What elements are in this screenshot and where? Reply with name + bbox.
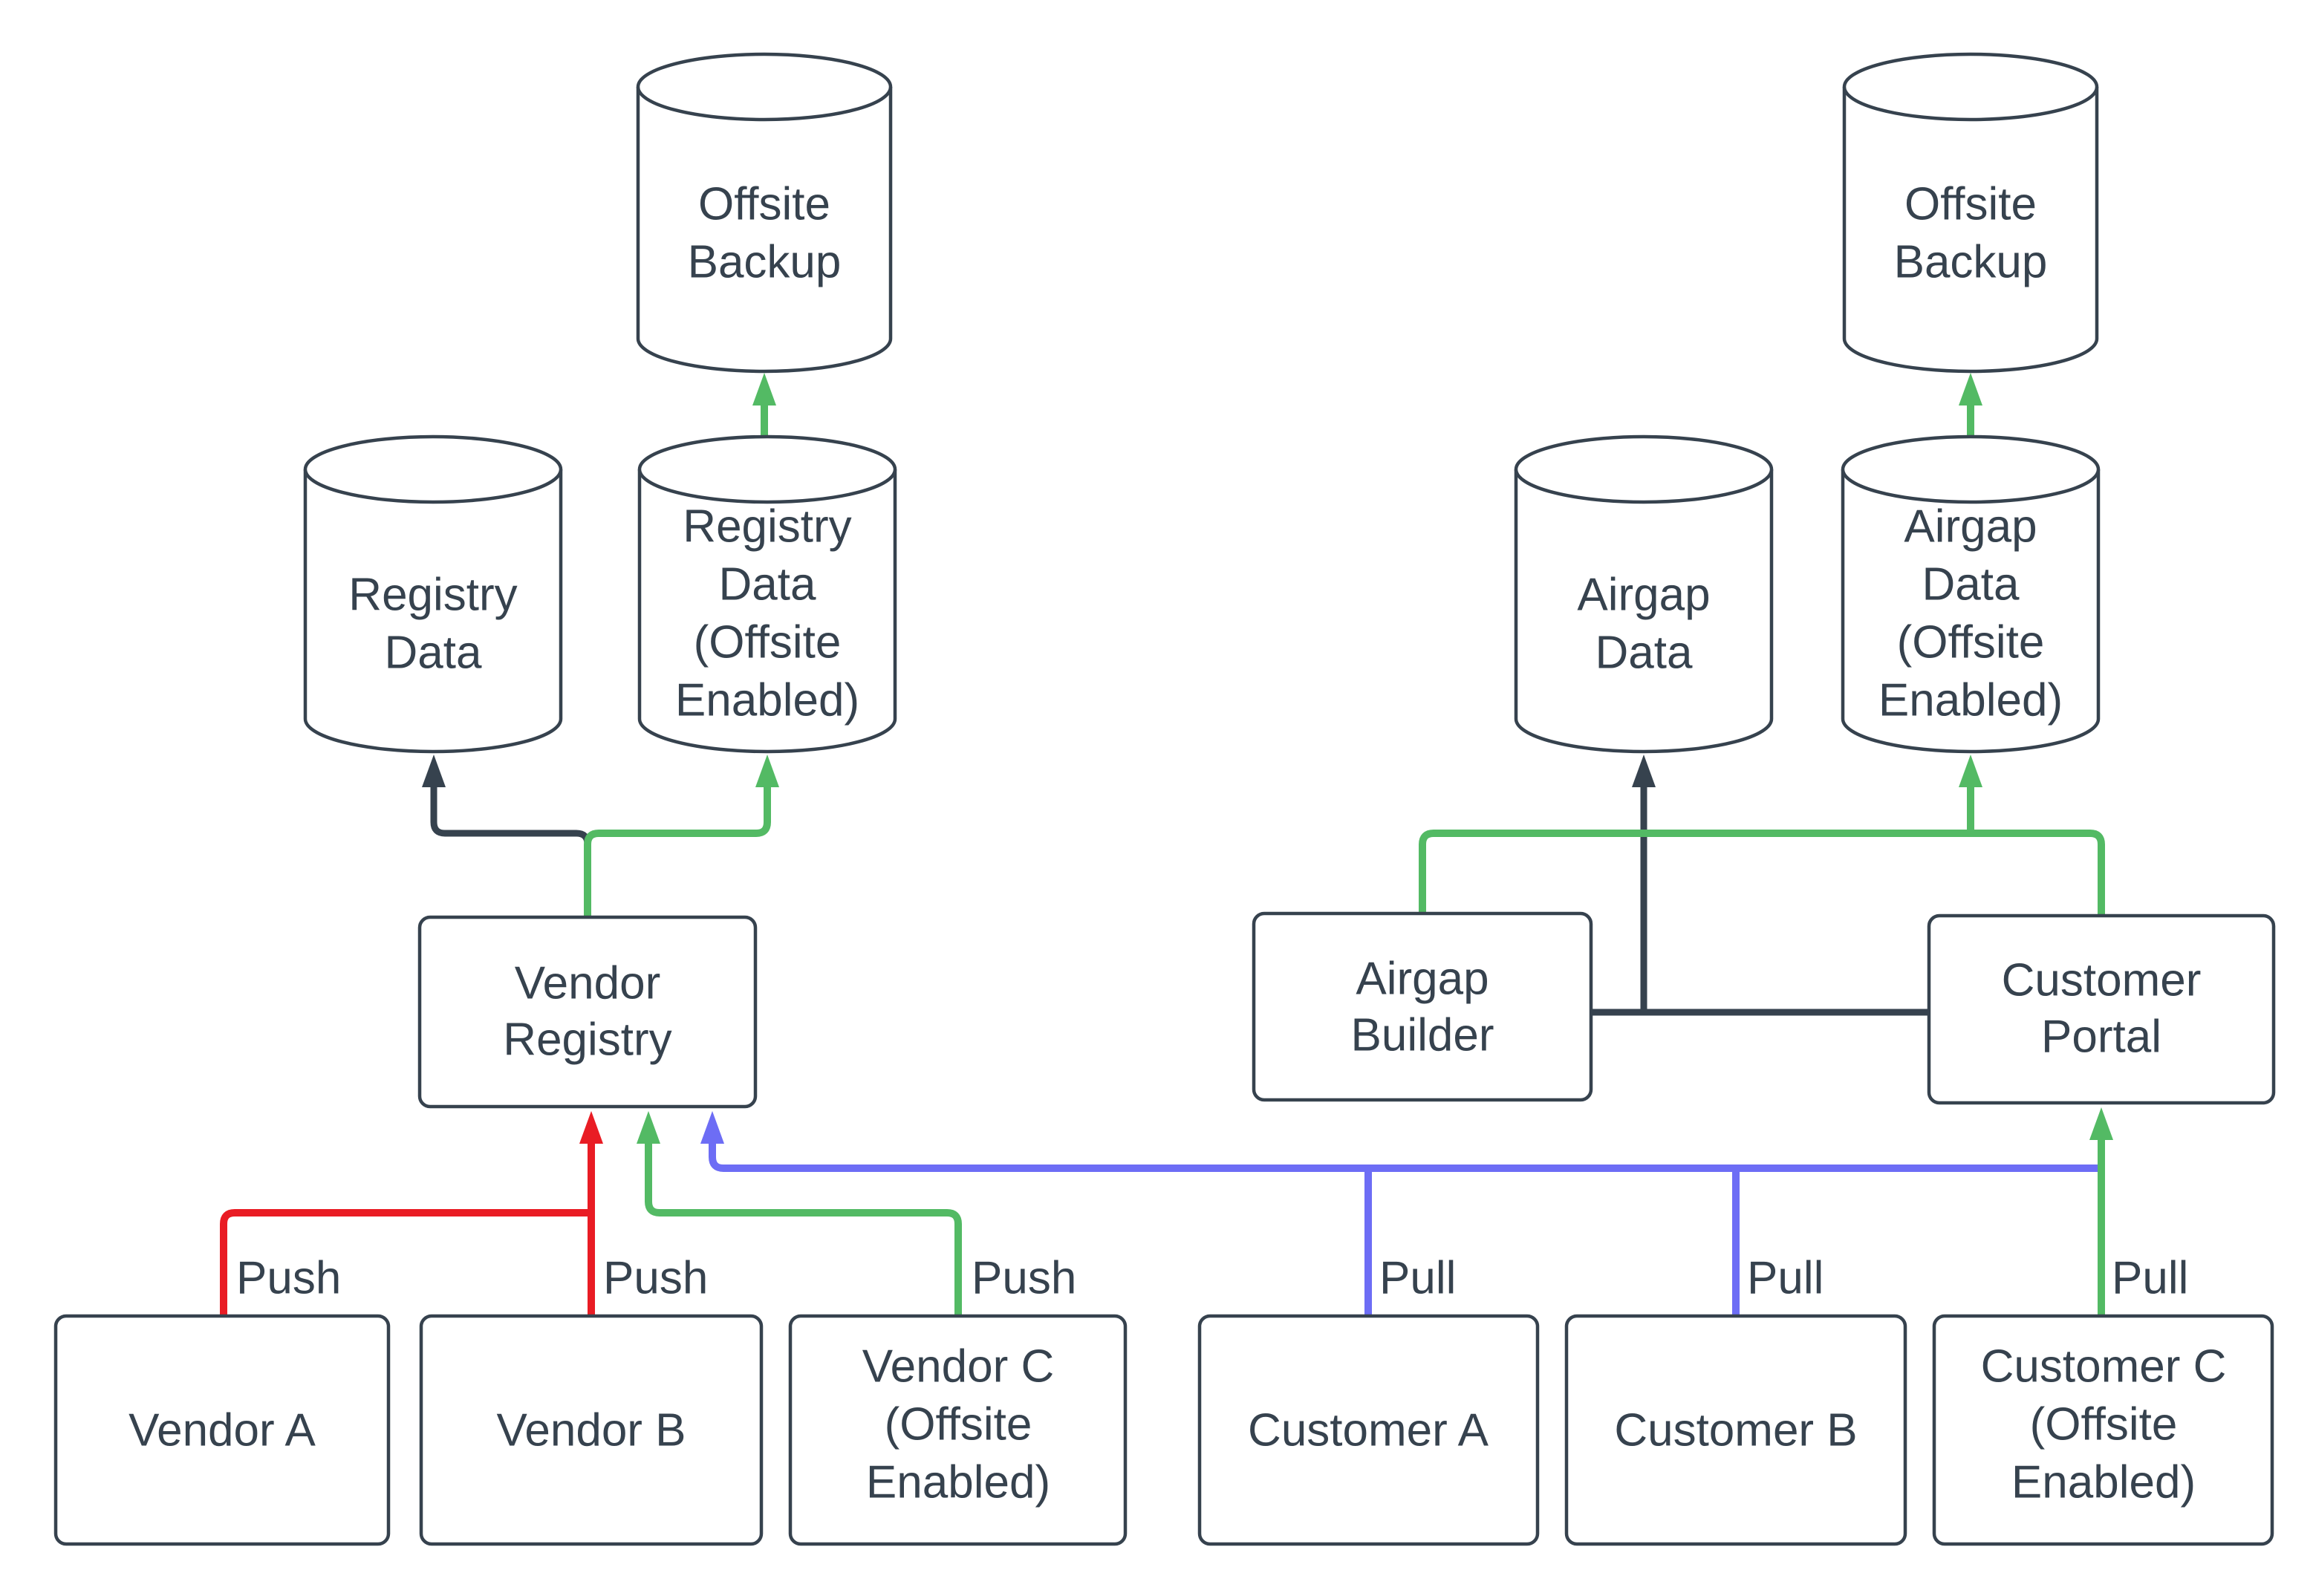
node-label: Enabled) bbox=[866, 1457, 1050, 1508]
node-vendor-a: Vendor A bbox=[53, 1314, 391, 1546]
node-box bbox=[53, 1314, 391, 1546]
node-label: Offsite bbox=[1904, 179, 2037, 230]
cylinder-body bbox=[636, 87, 893, 374]
node-label: Vendor A bbox=[128, 1405, 316, 1456]
cylinder-top bbox=[303, 434, 563, 504]
cylinder-body bbox=[637, 469, 897, 754]
cylinder-body bbox=[1841, 469, 2101, 754]
node-customer-c: Customer C (Offsite Enabled) bbox=[1932, 1314, 2274, 1546]
arrowhead-airgap-data-offsite bbox=[1959, 755, 1982, 787]
node-label: Enabled) bbox=[675, 675, 859, 726]
arrowhead-offsite-backup-left bbox=[752, 373, 776, 405]
node-label: Vendor B bbox=[496, 1405, 686, 1456]
node-box bbox=[788, 1314, 1128, 1546]
node-label: Portal bbox=[2041, 1012, 2161, 1063]
node-label: Customer bbox=[2002, 955, 2202, 1006]
node-label: (Offsite bbox=[694, 617, 842, 668]
node-box bbox=[417, 915, 758, 1109]
node-vendor-c: Vendor C (Offsite Enabled) bbox=[788, 1314, 1128, 1546]
node-label: Enabled) bbox=[2011, 1457, 2196, 1508]
cylinder-top bbox=[1514, 434, 1774, 504]
edge-label-pull-c: Pull bbox=[2112, 1253, 2188, 1304]
cylinder-top bbox=[637, 434, 897, 504]
node-box bbox=[419, 1314, 764, 1546]
arrowhead-customer-portal bbox=[2089, 1107, 2113, 1140]
edge-label-push-c: Push bbox=[972, 1253, 1076, 1304]
edge-label-push-a: Push bbox=[236, 1253, 341, 1304]
edge-label-pull-b: Pull bbox=[1747, 1253, 1824, 1304]
edges bbox=[220, 373, 2113, 1316]
cylinder-top bbox=[1842, 52, 2099, 122]
node-label: Offsite bbox=[698, 179, 830, 230]
node-label: Airgap bbox=[1904, 501, 2037, 553]
cylinder-body bbox=[303, 469, 563, 754]
edge-pull-main bbox=[709, 1142, 2098, 1172]
node-registry-data: Registry Data bbox=[303, 434, 563, 754]
node-box bbox=[1252, 911, 1593, 1102]
node-label: Data bbox=[1922, 559, 2020, 610]
node-airgap-data: Airgap Data bbox=[1514, 434, 1774, 754]
edge-labels: Push Push Push Pull Pull Pull bbox=[236, 1253, 2188, 1304]
node-label: Vendor bbox=[515, 958, 661, 1009]
node-label: Builder bbox=[1351, 1010, 1494, 1061]
node-label: Customer B bbox=[1614, 1405, 1857, 1456]
node-offsite-backup-left: Offsite Backup bbox=[636, 52, 893, 374]
edge-vendor-c-push bbox=[645, 1142, 962, 1316]
node-airgap-builder: Airgap Builder bbox=[1252, 911, 1593, 1102]
arrowhead-registry-data bbox=[422, 755, 446, 787]
cylinder-top bbox=[636, 52, 893, 122]
edge-label-pull-a: Pull bbox=[1379, 1253, 1456, 1304]
cylinder-body bbox=[1842, 87, 2099, 374]
edge-vendor-a-push bbox=[220, 1209, 595, 1316]
edge-vendor-registry-to-registry-data bbox=[430, 784, 591, 917]
node-label: Airgap bbox=[1356, 954, 1489, 1005]
node-label: Data bbox=[719, 559, 816, 610]
node-registry-data-offsite: Registry Data (Offsite Enabled) bbox=[637, 434, 897, 754]
edge-to-registry-data-offsite bbox=[584, 784, 771, 917]
arrowhead-red-vendor-registry bbox=[579, 1111, 603, 1144]
node-label: Backup bbox=[688, 237, 842, 288]
node-label: Airgap bbox=[1577, 570, 1710, 621]
node-box bbox=[1197, 1314, 1540, 1546]
node-label: Customer C bbox=[1981, 1341, 2227, 1393]
node-label: Backup bbox=[1894, 237, 2048, 288]
node-label: Enabled) bbox=[1878, 675, 2063, 726]
arrowhead-offsite-backup-right bbox=[1959, 373, 1982, 405]
node-airgap-data-offsite: Airgap Data (Offsite Enabled) bbox=[1841, 434, 2101, 754]
node-label: (Offsite bbox=[2030, 1399, 2178, 1450]
node-vendor-registry: Vendor Registry bbox=[417, 915, 758, 1109]
node-vendor-b: Vendor B bbox=[419, 1314, 764, 1546]
arrowhead-registry-data-offsite bbox=[755, 755, 779, 787]
node-label: Customer A bbox=[1248, 1405, 1489, 1456]
node-label: Data bbox=[1595, 628, 1693, 679]
arrowhead-blue-vendor-registry bbox=[700, 1111, 724, 1144]
node-customer-b: Customer B bbox=[1564, 1314, 1907, 1546]
node-label: Registry bbox=[503, 1014, 671, 1066]
node-box bbox=[1564, 1314, 1907, 1546]
node-label: Registry bbox=[683, 501, 851, 553]
arrowhead-airgap-data bbox=[1632, 755, 1656, 787]
node-offsite-backup-right: Offsite Backup bbox=[1842, 52, 2099, 374]
node-label: (Offsite bbox=[885, 1399, 1032, 1450]
node-label: Registry bbox=[348, 570, 517, 621]
cylinder-body bbox=[1514, 469, 1774, 754]
node-box bbox=[1927, 913, 2276, 1105]
arrowhead-green-vendor-registry bbox=[637, 1111, 660, 1144]
node-label: (Offsite bbox=[1897, 617, 2045, 668]
cylinder-top bbox=[1841, 434, 2101, 504]
node-box bbox=[1932, 1314, 2274, 1546]
edge-builder-portal-green bbox=[1419, 830, 2105, 916]
edge-label-push-b: Push bbox=[603, 1253, 708, 1304]
node-customer-portal: Customer Portal bbox=[1927, 913, 2276, 1105]
node-label: Vendor C bbox=[862, 1341, 1055, 1393]
node-label: Data bbox=[385, 628, 482, 679]
node-customer-a: Customer A bbox=[1197, 1314, 1540, 1546]
